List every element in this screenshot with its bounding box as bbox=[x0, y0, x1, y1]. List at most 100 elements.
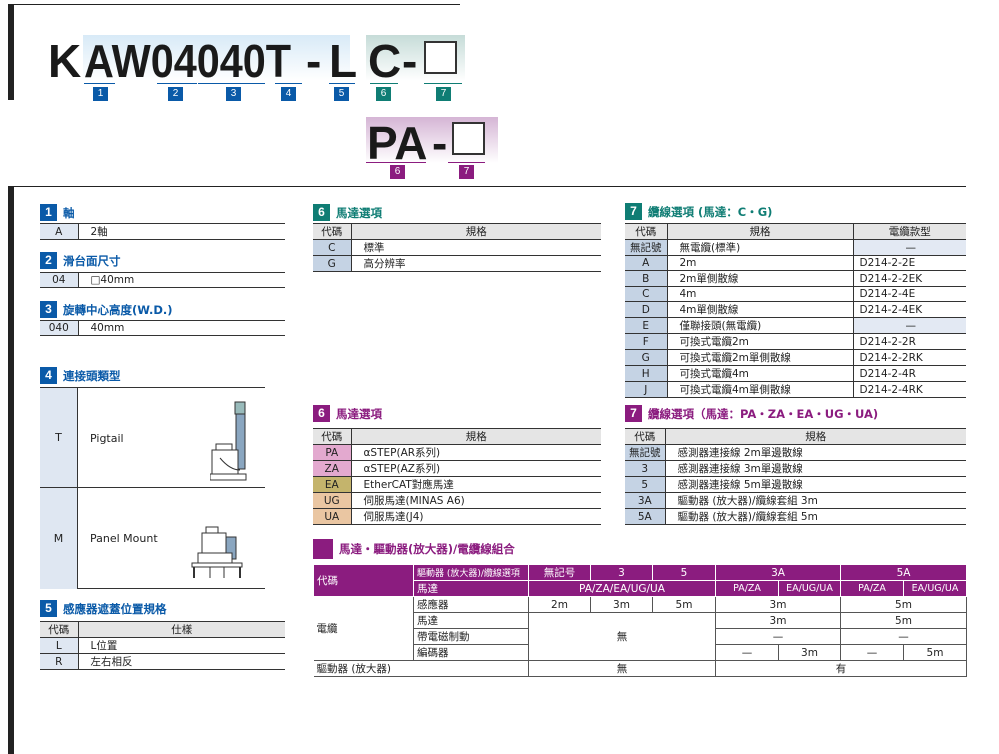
combo-opt: 3 bbox=[590, 564, 653, 581]
column-header: 仕樣 bbox=[78, 621, 285, 638]
pn-main: AW04040T bbox=[84, 35, 292, 87]
pn-box-pa-7 bbox=[452, 122, 485, 155]
column-header: 電纜款型 bbox=[853, 223, 966, 240]
badge-pa-6: 6 bbox=[390, 165, 405, 179]
spec-cell: 4m bbox=[667, 286, 854, 302]
spec-cell: 標準 bbox=[351, 239, 601, 256]
badge-4: 4 bbox=[281, 87, 296, 101]
spec-cell: D214-2-2E bbox=[853, 255, 966, 271]
code-cell: 04 bbox=[40, 272, 79, 288]
spec-cell: αSTEP(AZ系列) bbox=[351, 460, 601, 477]
underline-3 bbox=[198, 83, 265, 84]
combo-cell: 5m bbox=[903, 644, 967, 661]
code-cell: UG bbox=[313, 492, 352, 509]
combo-square-icon bbox=[313, 538, 333, 559]
top-rule bbox=[8, 4, 460, 5]
pn-l: L bbox=[329, 35, 358, 87]
code-cell: 5 bbox=[625, 476, 666, 493]
combo-opt: 5 bbox=[652, 564, 716, 581]
pigtail-actuator-image bbox=[210, 401, 247, 481]
column-header: 規格 bbox=[665, 428, 966, 445]
code-cell: H bbox=[625, 365, 668, 382]
spec-cell: 感測器連接線 2m單邊散線 bbox=[665, 444, 966, 461]
combo-opt: 5A bbox=[840, 564, 967, 581]
code-cell: 040 bbox=[40, 320, 79, 336]
combo-option-label: 驅動器 (放大器)/纜線選項 bbox=[413, 564, 529, 581]
underline-7 bbox=[424, 83, 462, 84]
badge-3: 3 bbox=[226, 87, 241, 101]
combo-driver-label: 驅動器 (放大器) bbox=[313, 660, 529, 677]
combo-cable-label: 電纜 bbox=[313, 596, 414, 661]
underline-pa-7 bbox=[448, 162, 485, 163]
spec-cell: 無電纜(標準) bbox=[667, 239, 854, 256]
pn-pa-text: PA bbox=[367, 117, 428, 169]
spec-cell: D214-2-4E bbox=[853, 286, 966, 302]
section-label: 馬達選項 bbox=[336, 205, 382, 220]
underline-5 bbox=[329, 83, 355, 84]
code-cell: 3A bbox=[625, 492, 666, 509]
column-header: 代碼 bbox=[40, 621, 79, 638]
underline-4 bbox=[275, 83, 302, 84]
section-num: 4 bbox=[40, 367, 57, 384]
left-bar-main bbox=[8, 186, 14, 754]
code-cell: UA bbox=[313, 508, 352, 525]
spec-cell: EtherCAT對應馬達 bbox=[351, 476, 601, 493]
column-header: 代碼 bbox=[625, 223, 668, 240]
code-cell: D bbox=[625, 301, 668, 318]
connector-code-t: T bbox=[40, 388, 78, 488]
code-cell: ZA bbox=[313, 460, 352, 477]
code-cell: C bbox=[625, 286, 668, 302]
column-header: 規格 bbox=[351, 223, 601, 240]
code-cell: R bbox=[40, 653, 79, 670]
combo-cell: 有 bbox=[715, 660, 967, 677]
combo-motor: EA/UG/UA bbox=[903, 580, 967, 597]
highlight-blue bbox=[83, 35, 350, 81]
section-label: 馬達選項 bbox=[336, 406, 382, 421]
pn-c-letter: C bbox=[368, 35, 402, 87]
section-label: 感應器遮蓋位置規格 bbox=[63, 601, 167, 616]
code-cell: L bbox=[40, 637, 79, 654]
spec-cell: D214-2-4EK bbox=[853, 301, 966, 318]
spec-cell: 伺服馬達(MINAS A6) bbox=[351, 492, 601, 509]
combo-cell: 5m bbox=[652, 596, 716, 613]
spec-cell: 左右相反 bbox=[78, 653, 285, 670]
combo-motor: PA/ZA bbox=[715, 580, 779, 597]
code-cell: E bbox=[625, 317, 668, 334]
connector-code-m: M bbox=[40, 488, 78, 589]
section-rule bbox=[8, 186, 966, 187]
code-cell: EA bbox=[313, 476, 352, 493]
combo-motor: PA/ZA bbox=[840, 580, 904, 597]
combo-cell: 3m bbox=[590, 596, 653, 613]
spec-cell: — bbox=[853, 317, 966, 334]
code-cell: A bbox=[625, 255, 668, 271]
spec-cell: D214-2-4R bbox=[853, 365, 966, 382]
pn-dash: - bbox=[402, 35, 418, 87]
code-cell: 無記號 bbox=[625, 239, 668, 256]
spec-cell: 可換式電纜4m bbox=[667, 365, 854, 382]
combo-motor-label: 馬達 bbox=[413, 580, 529, 597]
spec-cell: D214-2-2R bbox=[853, 333, 966, 350]
spec-cell: 感測器連接線 5m單邊散線 bbox=[665, 476, 966, 493]
code-cell: B bbox=[625, 270, 668, 287]
section-num: 6 bbox=[313, 405, 330, 422]
combo-cell: 5m bbox=[840, 596, 967, 613]
combo-motor: EA/UG/UA bbox=[778, 580, 841, 597]
